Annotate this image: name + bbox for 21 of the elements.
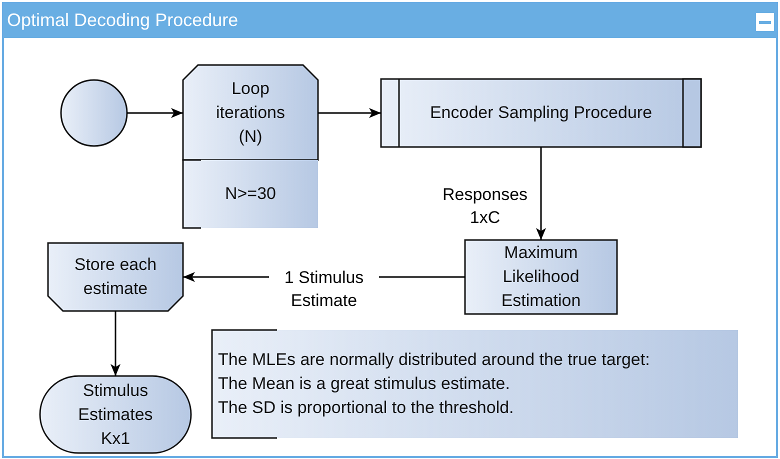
note-text: The MLEs are normally distributed around the true target:: [218, 349, 651, 371]
arrow: [318, 108, 381, 118]
annotation-bracket: [183, 160, 318, 228]
arrow: [127, 108, 183, 118]
node-label: N>=30: [224, 183, 276, 205]
arrow: [110, 311, 120, 376]
subprocess-box: [381, 79, 701, 147]
start-circle: [61, 80, 127, 146]
panel-title: Optimal Decoding Procedure: [7, 10, 238, 31]
node-label: Store each estimate: [73, 254, 158, 300]
node-label: Encoder Sampling Procedure: [430, 102, 652, 124]
node-label: Maximum Likelihood Estimation: [500, 242, 582, 312]
node-label: Loop iterations (N): [215, 78, 286, 148]
loop-start-shape: [183, 65, 318, 160]
arrow: [536, 147, 546, 240]
loop-end-shape: [48, 243, 183, 311]
note-text: The SD is proportional to the threshold.: [218, 397, 515, 419]
annotation-bracket: [212, 330, 738, 438]
node-label: Stimulus Estimates Kx1: [77, 380, 154, 450]
note-text: The Mean is a great stimulus estimate.: [218, 373, 511, 395]
process-box: [465, 240, 617, 314]
